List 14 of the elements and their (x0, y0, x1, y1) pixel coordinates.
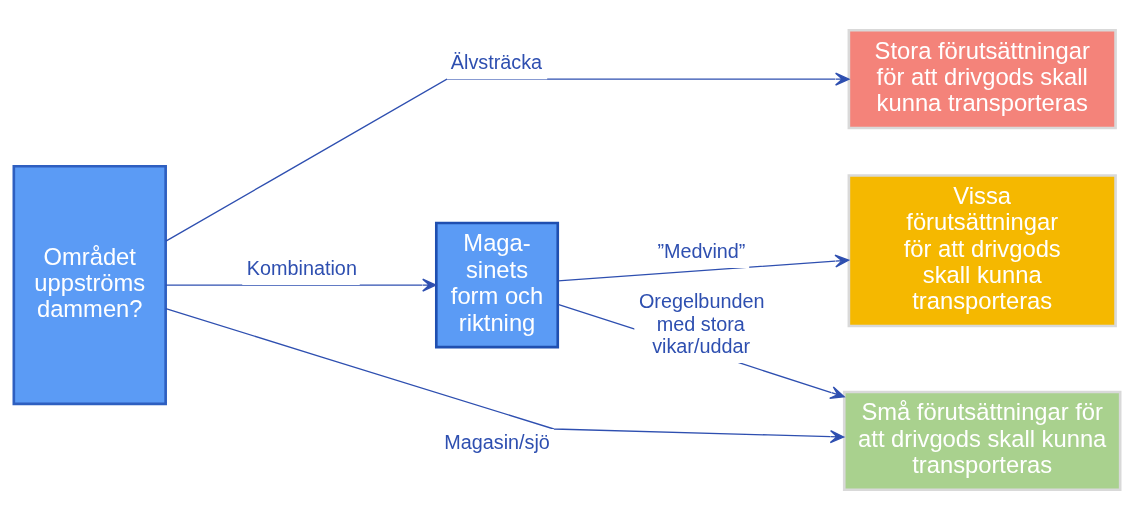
node-box: Stora förutsättningar för att drivgods skall kunna transporteras (847, 28, 1117, 129)
node-box: Maga- sinets form och riktning (435, 221, 560, 348)
arrow (557, 254, 850, 281)
edge-label: Kombination (246, 256, 357, 279)
arrow (165, 277, 437, 292)
edge-label: ”Medvind” (657, 239, 746, 262)
node-box: Små förutsättningar för att drivgods skall kunna transporteras (842, 390, 1122, 491)
node-box: Området uppströms dammen? (12, 164, 167, 405)
edge-label: Magasin/sjö (444, 430, 550, 453)
arrow (165, 307, 845, 443)
arrow (165, 72, 850, 242)
edge-label: Älvsträcka (450, 50, 543, 73)
node-box: Vissa förutsättningar för att drivgods skall kunna transporteras (847, 173, 1117, 327)
edge-label: Oregelbunden med stora vikar/uddar (638, 289, 765, 357)
